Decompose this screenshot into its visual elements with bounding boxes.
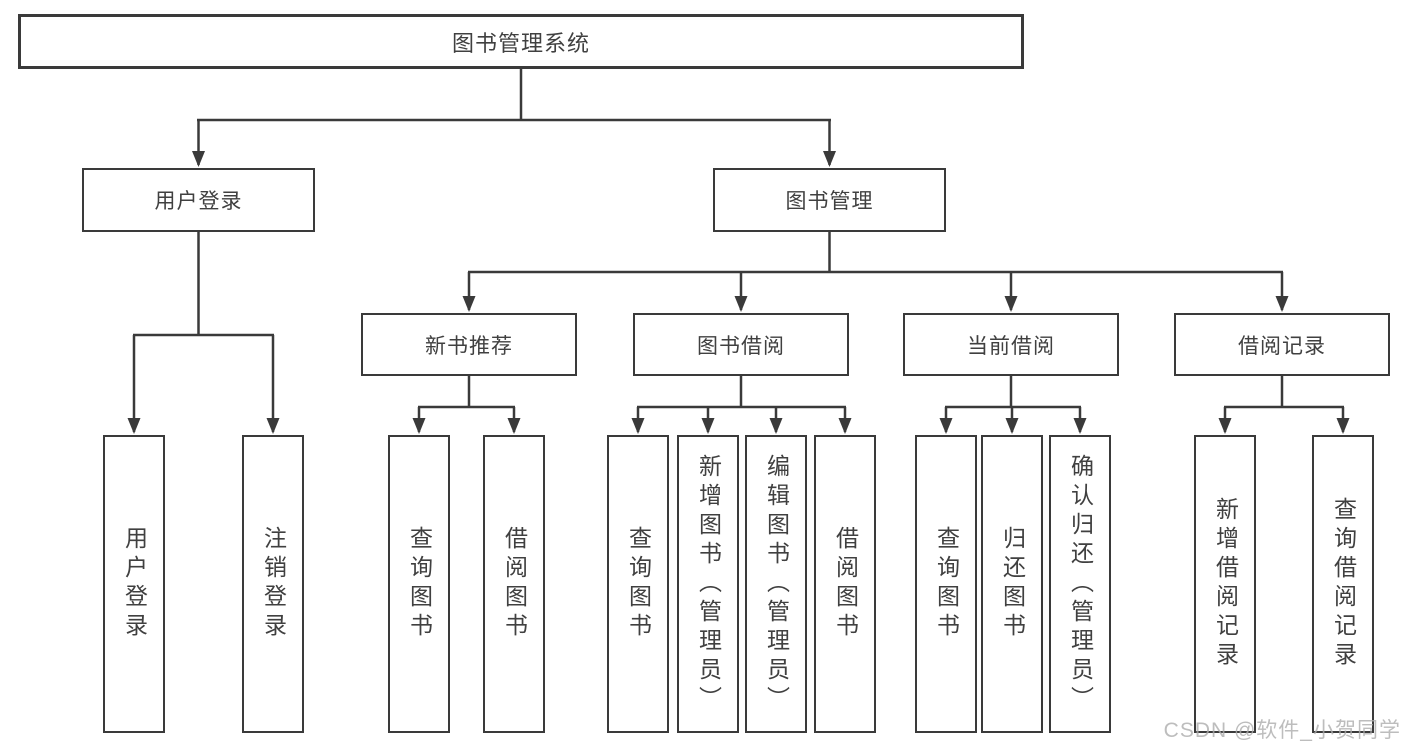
csdn-watermark: CSDN @软件_小贺同学 (1163, 719, 1401, 742)
node-label: 借阅图书 (501, 526, 528, 642)
node-label: 新增图书（管理员） (695, 453, 722, 715)
node-label: 查询图书 (933, 526, 960, 642)
node-label: 当前借阅 (967, 334, 1055, 358)
node-root-book-management-system: 图书管理系统 (18, 14, 1024, 69)
node-label: 借阅图书 (832, 526, 859, 642)
node-label: 注销登录 (260, 526, 287, 642)
leaf-logout: 注销登录 (242, 435, 304, 733)
node-label: 查询借阅记录 (1330, 497, 1357, 671)
node-label: 用户登录 (121, 526, 148, 642)
node-label: 确认归还（管理员） (1067, 453, 1094, 715)
node-label: 用户登录 (154, 190, 243, 213)
leaf-bb-query-book: 查询图书 (607, 435, 669, 733)
leaf-bb-add-book-admin: 新增图书（管理员） (677, 435, 739, 733)
node-label: 编辑图书（管理员） (763, 453, 790, 715)
node-user-login: 用户登录 (82, 168, 315, 232)
node-current-borrowing: 当前借阅 (903, 313, 1119, 376)
leaf-cb-return-book: 归还图书 (981, 435, 1043, 733)
leaf-nbr-borrow-book: 借阅图书 (483, 435, 545, 733)
node-label: 新书推荐 (425, 334, 513, 358)
leaf-nbr-query-book: 查询图书 (388, 435, 450, 733)
node-book-borrowing: 图书借阅 (633, 313, 849, 376)
node-borrowing-records: 借阅记录 (1174, 313, 1390, 376)
node-book-management: 图书管理 (713, 168, 946, 232)
leaf-br-add-record: 新增借阅记录 (1194, 435, 1256, 733)
node-new-book-recommendation: 新书推荐 (361, 313, 577, 376)
node-label: 新增借阅记录 (1212, 497, 1239, 671)
node-label: 借阅记录 (1238, 334, 1326, 358)
leaf-cb-confirm-return-admin: 确认归还（管理员） (1049, 435, 1111, 733)
node-label: 图书管理系统 (451, 30, 590, 56)
leaf-br-query-record: 查询借阅记录 (1312, 435, 1374, 733)
node-label: 查询图书 (406, 526, 433, 642)
node-label: 查询图书 (625, 526, 652, 642)
leaf-cb-query-book: 查询图书 (915, 435, 977, 733)
leaf-bb-borrow-book: 借阅图书 (814, 435, 876, 733)
leaf-user-login: 用户登录 (103, 435, 165, 733)
node-label: 图书管理 (785, 190, 874, 213)
leaf-bb-edit-book-admin: 编辑图书（管理员） (745, 435, 807, 733)
node-label: 图书借阅 (697, 334, 785, 358)
node-label: 归还图书 (999, 526, 1026, 642)
